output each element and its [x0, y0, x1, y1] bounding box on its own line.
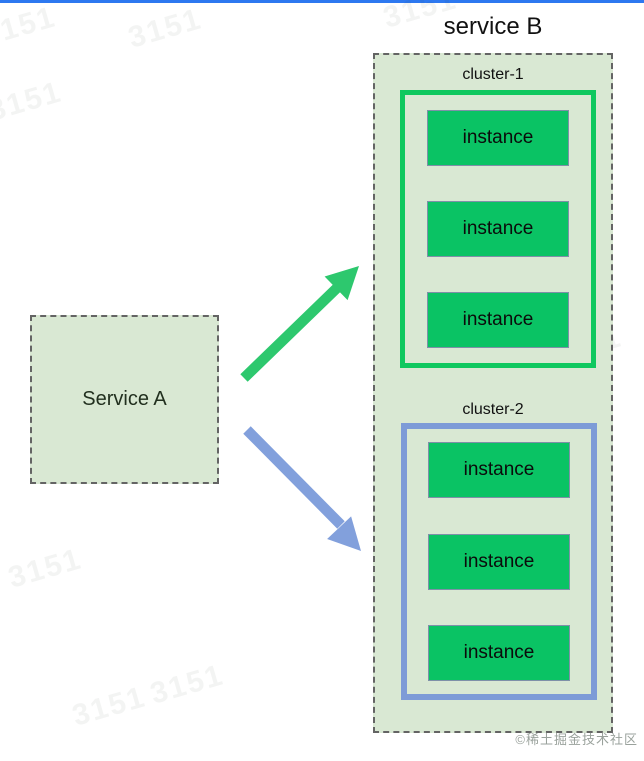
arrow-to-cluster-1-shaft: [240, 282, 343, 382]
arrow-to-cluster-1-head: [324, 266, 359, 301]
service-a-box: Service A: [30, 315, 219, 484]
cluster-2-instance-2: instance: [428, 533, 570, 590]
top-accent-line: [0, 0, 644, 3]
cluster-2-label: cluster-2: [462, 401, 524, 418]
cluster-2-box: instance instance instance: [401, 423, 597, 700]
arrow-to-cluster-2-shaft: [243, 426, 345, 529]
cluster-1-instance-3: instance: [427, 292, 569, 348]
diagonal-watermark: 3151: [124, 2, 206, 55]
service-a-label: Service A: [82, 388, 167, 410]
cluster-1-instance-2: instance: [427, 201, 569, 257]
diagonal-watermark: 3151: [68, 680, 150, 733]
cluster-2-instance-1: instance: [428, 442, 570, 498]
service-b-title: service B: [443, 13, 543, 40]
cluster-1-box: instance instance instance: [400, 90, 596, 368]
service-b-container: [373, 53, 613, 733]
diagonal-watermark: 3151: [146, 658, 228, 711]
cluster-1-instance-1: instance: [427, 110, 569, 166]
diagonal-watermark: 3151: [4, 542, 86, 595]
credit-watermark: ©稀土掘金技术社区: [515, 732, 638, 747]
arrow-to-cluster-2-head: [327, 516, 361, 551]
cluster-2-instance-3: instance: [428, 625, 570, 681]
diagonal-watermark: 3151: [0, 0, 60, 53]
cluster-1-label: cluster-1: [462, 66, 524, 83]
diagonal-watermark: 3151: [0, 75, 66, 128]
